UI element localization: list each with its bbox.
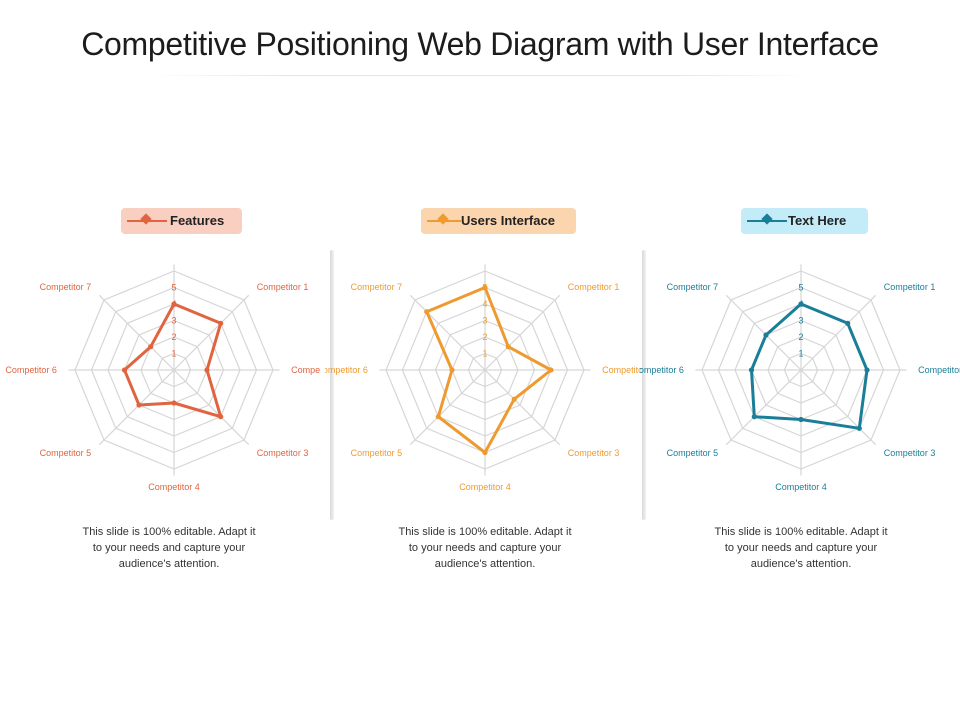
description-line: audience's attention.: [118, 558, 220, 570]
data-point: [505, 344, 511, 350]
grid-spoke: [173, 294, 250, 371]
category-label: Competitor 3: [257, 448, 309, 458]
category-label: Competitor 6: [640, 365, 684, 375]
grid-spoke: [484, 294, 561, 371]
grid-spoke: [800, 294, 877, 371]
category-label: Competitor 7: [667, 282, 719, 292]
grid-spoke: [484, 369, 561, 446]
data-point: [798, 416, 804, 423]
description-line: to your needs and capture your: [408, 542, 562, 554]
description-text: This slide is 100% editable. Adapt it to…: [370, 524, 600, 572]
legend-diamond-icon: [437, 213, 449, 225]
description-line: to your needs and capture your: [92, 542, 246, 554]
data-point: [856, 425, 862, 431]
legend-diamond-icon: [140, 213, 152, 225]
radial-tick-label: 4: [482, 299, 487, 309]
category-label: Competitor 4: [459, 482, 511, 492]
data-point: [424, 309, 430, 315]
radial-tick-label: 1: [171, 349, 176, 359]
legend-label: Users Interface: [461, 213, 555, 228]
category-label: Competitor 1: [257, 282, 309, 292]
description-line: This slide is 100% editable. Adapt it: [714, 526, 888, 538]
description-line: audience's attention.: [434, 558, 536, 570]
grid-spoke: [98, 294, 175, 371]
data-point: [435, 414, 441, 420]
category-label: Competitor 4: [775, 482, 827, 492]
data-point: [482, 449, 488, 456]
grid-spoke: [409, 369, 486, 446]
page-title: Competitive Positioning Web Diagram with…: [81, 26, 879, 62]
data-point: [449, 367, 455, 373]
panel-divider: [330, 250, 334, 520]
data-point: [136, 402, 142, 408]
data-point: [751, 414, 757, 420]
data-point: [121, 367, 128, 373]
description-text: This slide is 100% editable. Adapt it to…: [54, 524, 284, 572]
category-label: Competitor 5: [667, 448, 719, 458]
category-label: Competitor :: [291, 365, 320, 375]
grid-spoke: [173, 369, 250, 446]
category-label: Competitor 2: [918, 365, 960, 375]
grid-spoke: [409, 294, 486, 371]
category-label: Competitor 5: [40, 448, 92, 458]
category-label: Competitor 7: [40, 282, 92, 292]
category-label: Competitor 3: [884, 448, 936, 458]
category-label: Competitor 3: [568, 448, 620, 458]
category-label: Competitor 6: [325, 365, 368, 375]
radial-tick-label: 3: [171, 316, 176, 326]
data-point: [482, 284, 488, 291]
category-label: Competitor 5: [351, 448, 403, 458]
grid-spoke: [98, 369, 175, 446]
legend-pill-users-interface: Users Interface: [421, 208, 576, 234]
description-line: This slide is 100% editable. Adapt it: [398, 526, 572, 538]
data-point: [218, 320, 224, 326]
legend-label: Features: [170, 213, 225, 228]
radial-tick-label: 1: [482, 349, 487, 359]
data-point: [763, 332, 769, 338]
radial-tick-label: 5: [171, 283, 176, 293]
description-line: to your needs and capture your: [724, 542, 878, 554]
data-point: [864, 367, 870, 373]
data-point: [148, 344, 154, 350]
radial-tick-label: 1: [798, 349, 803, 359]
radial-tick-label: 2: [482, 332, 487, 342]
category-label: Competitor 7: [351, 282, 403, 292]
data-point: [548, 367, 554, 373]
legend-diamond-icon: [761, 213, 773, 225]
radial-tick-label: 3: [482, 316, 487, 326]
legend-pill-features: Features: [121, 208, 242, 234]
panel-divider: [642, 250, 646, 520]
description-line: audience's attention.: [750, 558, 852, 570]
title-divider: [150, 75, 810, 76]
description-text: This slide is 100% editable. Adapt it to…: [686, 524, 916, 572]
radial-tick-label: 5: [798, 283, 803, 293]
data-point: [204, 367, 210, 373]
category-label: Competitor 1: [568, 282, 620, 292]
data-point: [798, 301, 804, 307]
grid-spoke: [800, 369, 877, 446]
category-label: Competitor 4: [148, 482, 200, 492]
radial-tick-label: 3: [798, 316, 803, 326]
radial-tick-label: 2: [171, 332, 176, 342]
data-point: [748, 367, 755, 373]
data-point: [171, 400, 177, 406]
category-label: Competitor 2: [602, 365, 645, 375]
description-line: This slide is 100% editable. Adapt it: [82, 526, 256, 538]
grid-spoke: [725, 294, 802, 371]
radial-tick-label: 2: [798, 332, 803, 342]
grid-spoke: [725, 369, 802, 446]
legend-label: Text Here: [788, 213, 847, 228]
legend-pill-text-here: Text Here: [741, 208, 868, 234]
category-label: Competitor 1: [884, 282, 936, 292]
data-point: [171, 301, 177, 307]
category-label: Competitor 6: [5, 365, 57, 375]
data-point: [845, 320, 851, 326]
data-point: [218, 414, 224, 420]
data-point: [511, 396, 517, 402]
